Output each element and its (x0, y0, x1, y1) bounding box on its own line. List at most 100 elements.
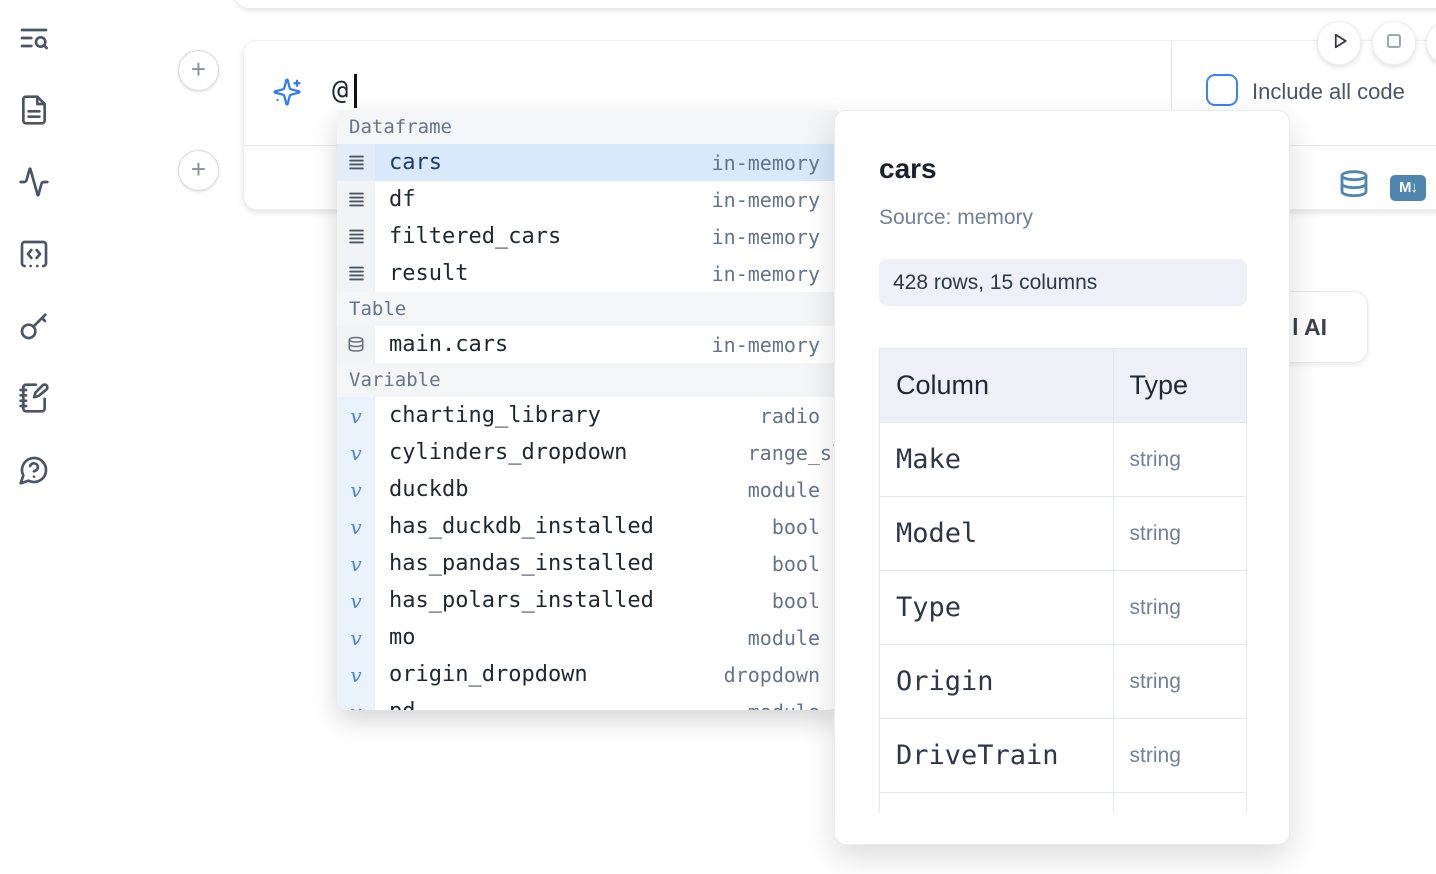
add-cell-above-button[interactable]: + (178, 50, 219, 91)
markdown-icon[interactable]: M↓ (1390, 175, 1426, 201)
autocomplete-item[interactable]: main.cars in-memory (337, 326, 838, 363)
list-search-icon[interactable] (18, 22, 52, 56)
schema-row: DriveTrain string (879, 718, 1247, 793)
item-type: in-memory (711, 261, 820, 286)
schema-column-type: string (1112, 570, 1247, 645)
schema-column-name: Origin (879, 644, 1114, 719)
ai-prompt-input[interactable]: @ (332, 75, 349, 106)
schema-row (879, 792, 1247, 813)
popover-shape-badge: 428 rows, 15 columns (879, 259, 1247, 306)
item-type: dropdown (723, 662, 820, 687)
item-type: module (747, 477, 820, 502)
code-square-icon[interactable] (18, 238, 52, 272)
autocomplete-item[interactable]: v has_pandas_installed bool (337, 545, 838, 582)
popover-source: Source: memory (879, 206, 1034, 229)
item-type: module (747, 625, 820, 650)
previous-cell-edge (235, 0, 1436, 8)
item-name: mo (389, 625, 416, 650)
autocomplete-section-header: Variable (337, 363, 838, 397)
text-cursor (354, 74, 357, 108)
item-name: main.cars (389, 332, 509, 357)
autocomplete-item[interactable]: v charting_library radio (337, 397, 838, 434)
item-kind-icon: v (337, 656, 375, 693)
item-kind-icon: v (337, 693, 375, 710)
schema-header-column: Column (879, 348, 1114, 423)
document-icon[interactable] (18, 94, 52, 128)
item-kind-icon (337, 218, 375, 255)
item-name: has_pandas_installed (389, 551, 654, 576)
item-kind-icon: v (337, 471, 375, 508)
item-name: filtered_cars (389, 224, 562, 249)
item-type: in-memory (711, 224, 820, 249)
autocomplete-item[interactable]: filtered_cars in-memory (337, 218, 838, 255)
notebook-pen-icon[interactable] (18, 382, 52, 416)
schema-column-name (879, 792, 1114, 813)
run-cell-button[interactable] (1317, 21, 1361, 65)
stop-cell-button[interactable] (1372, 21, 1416, 65)
item-type: in-memory (711, 150, 820, 175)
item-type: radio (759, 403, 820, 428)
item-name: has_duckdb_installed (389, 514, 654, 539)
item-name: origin_dropdown (389, 662, 588, 687)
autocomplete-section-header: Table (337, 292, 838, 326)
item-type: bool (771, 514, 820, 539)
schema-column-type: string (1112, 644, 1247, 719)
help-chat-icon[interactable] (18, 454, 52, 488)
schema-row: Type string (879, 570, 1247, 645)
autocomplete-item[interactable]: v mo module (337, 619, 838, 656)
schema-row: Origin string (879, 644, 1247, 719)
autocomplete-item[interactable]: v duckdb module (337, 471, 838, 508)
stop-icon (1381, 28, 1407, 59)
divider (1171, 41, 1172, 145)
include-all-code-checkbox[interactable] (1206, 74, 1238, 106)
item-name: cylinders_dropdown (389, 440, 628, 465)
popover-schema-table: Column Type Make string Model string Typ… (879, 348, 1247, 813)
autocomplete-panel: Dataframe cars in-memory df in-memory fi… (337, 110, 838, 710)
item-kind-icon: v (337, 508, 375, 545)
autocomplete-item[interactable]: result in-memory (337, 255, 838, 292)
include-all-code-label[interactable]: Include all code (1252, 79, 1405, 104)
schema-column-name: DriveTrain (879, 718, 1114, 793)
autocomplete-item[interactable]: v origin_dropdown dropdown (337, 656, 838, 693)
schema-column-type: string (1112, 718, 1247, 793)
autocomplete-item[interactable]: df in-memory (337, 181, 838, 218)
popover-title: cars (879, 153, 937, 184)
item-name: pd (389, 699, 416, 710)
autocomplete-item[interactable]: v has_duckdb_installed bool (337, 508, 838, 545)
schema-column-name: Model (879, 496, 1114, 571)
autocomplete-item[interactable]: v pd module (337, 693, 838, 710)
schema-column-name: Type (879, 570, 1114, 645)
item-kind-icon (337, 181, 375, 218)
datasource-icon[interactable] (1338, 168, 1370, 202)
schema-column-name: Make (879, 422, 1114, 497)
autocomplete-item[interactable]: v cylinders_dropdown range_sli (337, 434, 838, 471)
item-kind-icon (337, 144, 375, 181)
item-type: module (748, 700, 838, 711)
item-name: charting_library (389, 403, 601, 428)
sparkles-icon (272, 77, 302, 107)
schema-row: Make string (879, 422, 1247, 497)
schema-column-type: string (1112, 496, 1247, 571)
schema-column-type: string (1112, 422, 1247, 497)
autocomplete-item[interactable]: cars in-memory (337, 144, 838, 181)
item-kind-icon: v (337, 545, 375, 582)
item-type: bool (771, 588, 820, 613)
item-name: cars (389, 150, 442, 175)
autocomplete-section-header: Dataframe (337, 110, 838, 144)
activity-icon[interactable] (18, 166, 52, 200)
item-type: in-memory (711, 332, 820, 357)
item-kind-icon: v (337, 434, 375, 471)
add-cell-below-button[interactable]: + (178, 150, 219, 191)
item-type: range_sli (747, 440, 838, 465)
item-kind-icon: v (337, 582, 375, 619)
activity-sidebar (18, 22, 58, 526)
key-icon[interactable] (18, 310, 52, 344)
schema-row: Model string (879, 496, 1247, 571)
item-name: duckdb (389, 477, 469, 502)
play-icon (1326, 28, 1352, 59)
item-name: result (389, 261, 469, 286)
item-kind-icon: v (337, 397, 375, 434)
item-type: bool (771, 551, 820, 576)
item-kind-icon (337, 326, 375, 363)
autocomplete-item[interactable]: v has_polars_installed bool (337, 582, 838, 619)
